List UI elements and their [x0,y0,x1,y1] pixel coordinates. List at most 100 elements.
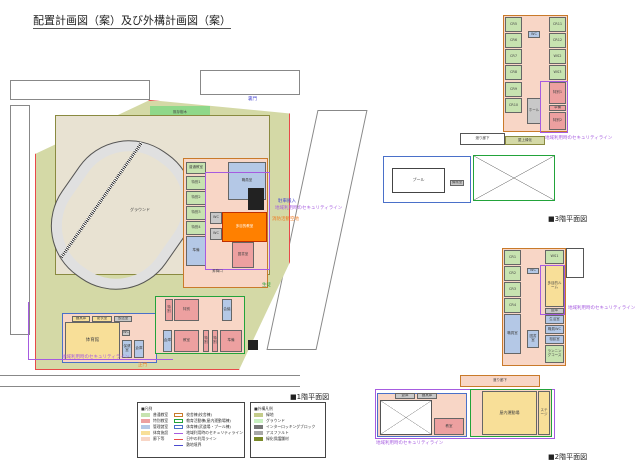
security-line [28,302,173,360]
room: 相談室 [545,335,564,344]
room: CR3 [504,282,521,297]
legend-swatch [254,437,263,441]
legend-swatch [141,425,150,429]
security-label: 地域利用時のセキュリティライン [545,136,613,141]
room: 特別2 [186,191,206,205]
room: WS1 [545,250,564,264]
room: 特別 [203,330,209,352]
plan-3f-caption: ■3階平面図 [548,215,588,223]
room: 特別 [174,299,199,321]
room: 会議 [222,299,232,321]
room: 特別 [165,299,173,321]
room: 倉庫 [545,308,564,314]
main-gate-label: 正門 [138,363,147,368]
legend-swatch [174,432,184,434]
room: 特別2 [549,112,566,130]
legend-swatch [254,431,263,435]
plan-2f-caption: ■2階平面図 [548,453,588,461]
security-line [375,389,555,439]
room: CR8 [505,65,522,80]
room: 生活室 [545,315,564,324]
entrance-label: 昇降口 [212,269,223,274]
room: CR10 [505,98,522,113]
room: 倉庫 [134,340,144,358]
corridor-label: 渡り廊下 [475,136,490,141]
room: CR6 [505,33,522,48]
room: 機械室 [450,180,464,186]
room: 多目的ルーム [545,265,564,307]
room: CR9 [505,82,522,97]
legend-swatch [254,419,263,423]
ground-label: グラウンド [130,206,150,212]
room: 更衣室 [92,316,112,322]
legend-item: 教育活動棟(屋内運動場棟) [174,418,243,424]
security-label: 地域利用時のセキュリティライン [568,306,636,311]
legend-swatch [174,438,184,440]
pool: プール [392,168,445,193]
legend-swatch [141,437,150,441]
room: CR4 [504,298,521,313]
indoor-gym: 屋内運動場 [482,391,537,435]
legend-item: 緑化保護舗材 [254,436,322,442]
room: 図書室 [527,330,539,348]
parking-label: 駐車搬入 [278,199,296,204]
room: 特別1 [549,82,566,104]
stage: ステージ [538,391,550,435]
stair-void-icon [566,248,584,278]
room: 特別4 [186,221,206,235]
legend-item: 緑地 [254,412,322,418]
room: WC [210,228,222,240]
room: 器具庫 [72,316,90,322]
room: 図書室 [232,242,254,268]
legend-item: グラウンド [254,418,322,424]
security-line [540,265,565,315]
student-entrance-label: 生徒 [262,283,271,288]
legend-swatch [141,419,150,423]
room: 普通教室 [186,162,206,174]
legend-item: 校舎棟(校舎棟) [174,412,243,418]
security-line [540,81,568,133]
void-icon [380,400,432,435]
room: 準備 [186,236,206,266]
legend-swatch [254,413,263,417]
legend-swatch [254,425,263,429]
room: 特別1 [186,176,206,190]
legend-item: 体育棟(武道場・プール棟) [174,424,243,430]
room: 倉庫 [395,393,415,399]
room: CR5 [505,17,522,32]
stair-icon [248,188,264,210]
legend-item: アスファルト [254,430,322,436]
room: WC [528,31,540,38]
room: WS3 [549,65,566,80]
legend-item: 日中の利用ライン [174,436,243,442]
room: ホール [527,98,541,124]
room: 保健室 [122,340,132,358]
site-plan-1f: 既存樹木 グラウンド 普通教室 特別1 特別2 特別3 特別4 準備 職員室 多… [0,70,368,390]
room: 器具庫 [417,393,437,399]
security-label: 地域利用時のセキュリティライン [376,441,444,446]
room: WS2 [549,49,566,64]
room: WC [122,330,130,336]
legend-item: 廊下等 [141,436,168,442]
room: 放送室 [114,316,132,322]
room: 倉庫 [163,330,172,352]
stair-icon [248,340,258,350]
legend-item: インターロッキングブロック [254,424,322,430]
legend-swatch [174,444,184,446]
multipurpose-room: 多目的教室 [222,212,267,242]
north-gate-label: 裏門 [248,97,257,102]
legend-item: 敷地境界 [174,442,243,448]
legend-item: 特別教室 [141,418,168,424]
room: 職員WC [545,325,564,334]
corridor-label: 渡り廊下 [493,378,507,383]
room: ランニングコース [545,345,564,363]
page-title: 配置計画図（案）及び外構計画図（案） [33,14,231,29]
gym: 体育館 [65,322,120,360]
legend-rooms: ■凡例 普通教室特別教室管理諸室体育施設廊下等校舎棟(校舎棟)教育活動棟(屋内運… [137,402,245,458]
legend-item: 地域利用時のセキュリティライン [174,430,243,436]
fire-access-label: 消防活動空地 [272,217,299,222]
legend-swatch [174,425,184,429]
room: 準備 [220,330,242,352]
room: 特別 [212,330,218,352]
room: CR1 [504,250,521,265]
